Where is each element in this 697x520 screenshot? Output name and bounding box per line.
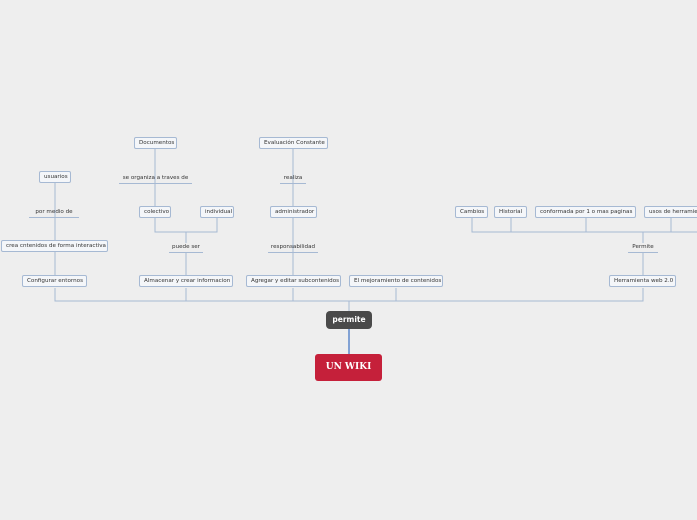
connector-puede-split: [154, 218, 218, 233]
label-por-medio-de: por medio de: [29, 208, 79, 218]
connector-right-hub: [349, 288, 644, 302]
connector-right-bus: [471, 218, 697, 233]
node-herramienta-web[interactable]: Herramienta web 2.0: [609, 275, 676, 287]
node-documentos[interactable]: Documentos: [134, 137, 177, 149]
node-usuarios[interactable]: usuarios: [39, 171, 71, 183]
node-conformada[interactable]: conformada por 1 o mas paginas: [535, 206, 636, 218]
node-colectivo[interactable]: colectivo: [139, 206, 171, 218]
label-puede-ser: puede ser: [169, 243, 203, 253]
node-individual[interactable]: individual: [200, 206, 234, 218]
hub-permite[interactable]: permite: [326, 311, 372, 329]
node-almacenar[interactable]: Almacenar y crear informacion: [139, 275, 233, 287]
node-cambios[interactable]: Cambios: [455, 206, 488, 218]
label-realiza: realiza: [280, 174, 306, 184]
label-responsabilidad: responsabilidad: [268, 243, 318, 253]
node-historial[interactable]: Historial: [494, 206, 527, 218]
node-configurar-entornos[interactable]: Configurar entornos: [22, 275, 87, 287]
node-mejoramiento[interactable]: El mejoramiento de contenidos: [349, 275, 443, 287]
node-administrador[interactable]: administrador: [270, 206, 317, 218]
root-topic[interactable]: UN WIKI: [315, 354, 382, 381]
label-permite: Permite: [628, 243, 658, 253]
connector-bus: [54, 288, 397, 302]
node-crea-contenidos[interactable]: crea cntenidos de forma interactiva: [1, 240, 108, 252]
label-se-organiza: se organiza a traves de: [119, 174, 192, 184]
node-evaluacion-constante[interactable]: Evaluación Constante: [259, 137, 328, 149]
node-agregar-editar[interactable]: Agregar y editar subcontenidos: [246, 275, 341, 287]
node-usos-herramientas[interactable]: usos de herramientas: [644, 206, 697, 218]
